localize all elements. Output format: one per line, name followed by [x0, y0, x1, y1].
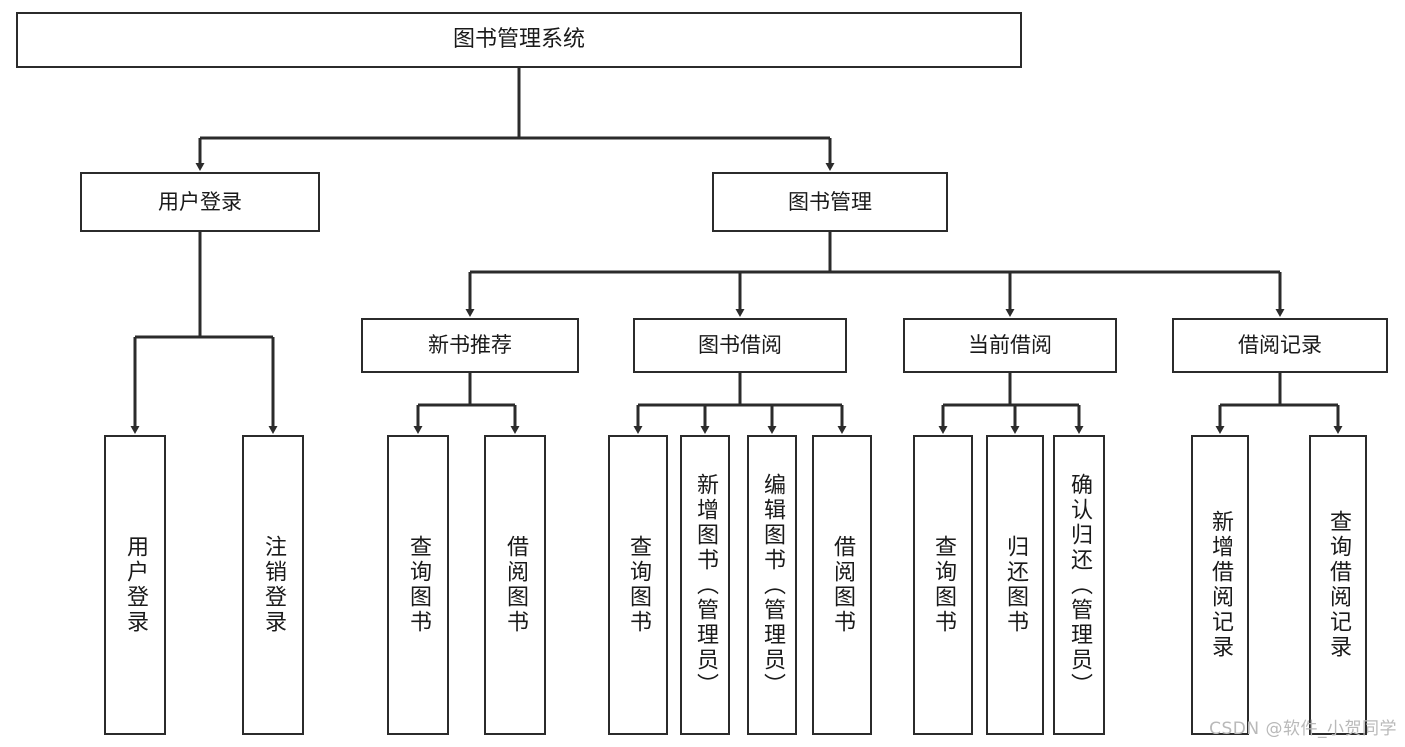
node-leaf-query-book-3-label: 查询图书 [931, 535, 956, 635]
watermark-text: CSDN @软件_小贺同学 [1209, 719, 1397, 739]
node-leaf-edit-book[interactable]: 编辑图书（管理员） [747, 435, 797, 735]
node-leaf-query-record[interactable]: 查询借阅记录 [1309, 435, 1367, 735]
node-leaf-query-book-3[interactable]: 查询图书 [913, 435, 973, 735]
node-new-book-recommend-label: 新书推荐 [428, 333, 512, 358]
node-user-login[interactable]: 用户登录 [80, 172, 320, 232]
node-leaf-confirm-return-label: 确认归还（管理员） [1067, 472, 1092, 698]
node-leaf-add-record[interactable]: 新增借阅记录 [1191, 435, 1249, 735]
node-leaf-query-book-1-label: 查询图书 [406, 535, 431, 635]
node-leaf-return-book-label: 归还图书 [1003, 535, 1028, 635]
node-leaf-confirm-return[interactable]: 确认归还（管理员） [1053, 435, 1105, 735]
node-leaf-borrow-book-2[interactable]: 借阅图书 [812, 435, 872, 735]
node-leaf-user-login[interactable]: 用户登录 [104, 435, 166, 735]
node-new-book-recommend[interactable]: 新书推荐 [361, 318, 579, 373]
node-leaf-edit-book-label: 编辑图书（管理员） [760, 472, 785, 698]
node-leaf-add-record-label: 新增借阅记录 [1208, 510, 1233, 660]
node-borrow-record[interactable]: 借阅记录 [1172, 318, 1388, 373]
node-borrow-record-label: 借阅记录 [1238, 333, 1322, 358]
node-leaf-query-book-1[interactable]: 查询图书 [387, 435, 449, 735]
node-leaf-add-book-label: 新增图书（管理员） [693, 472, 718, 698]
node-book-manage[interactable]: 图书管理 [712, 172, 948, 232]
node-leaf-borrow-book-2-label: 借阅图书 [830, 535, 855, 635]
node-leaf-logout[interactable]: 注销登录 [242, 435, 304, 735]
node-user-login-label: 用户登录 [158, 189, 242, 214]
node-leaf-add-book[interactable]: 新增图书（管理员） [680, 435, 730, 735]
node-root[interactable]: 图书管理系统 [16, 12, 1022, 68]
node-leaf-borrow-book-1-label: 借阅图书 [503, 535, 528, 635]
node-leaf-user-login-label: 用户登录 [123, 535, 148, 635]
node-leaf-return-book[interactable]: 归还图书 [986, 435, 1044, 735]
node-current-borrow-label: 当前借阅 [968, 333, 1052, 358]
node-current-borrow[interactable]: 当前借阅 [903, 318, 1117, 373]
node-leaf-borrow-book-1[interactable]: 借阅图书 [484, 435, 546, 735]
node-book-manage-label: 图书管理 [788, 189, 872, 214]
node-leaf-query-book-2[interactable]: 查询图书 [608, 435, 668, 735]
node-root-label: 图书管理系统 [452, 27, 585, 53]
node-leaf-query-record-label: 查询借阅记录 [1326, 510, 1351, 660]
node-book-borrow[interactable]: 图书借阅 [633, 318, 847, 373]
node-leaf-query-book-2-label: 查询图书 [626, 535, 651, 635]
node-leaf-logout-label: 注销登录 [261, 535, 286, 635]
node-book-borrow-label: 图书借阅 [698, 333, 782, 358]
